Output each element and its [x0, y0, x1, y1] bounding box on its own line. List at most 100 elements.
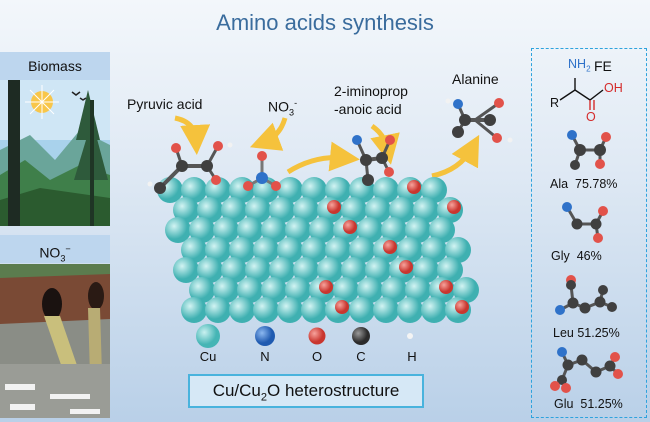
glu-model: [550, 347, 623, 393]
legend-h-sphere: [407, 333, 413, 339]
legend-label-c: C: [356, 349, 366, 364]
amino-acid-name: Ala: [550, 177, 569, 191]
cu-atom: [301, 297, 327, 323]
amino-acid-name: Gly: [551, 249, 570, 263]
cu-atom: [261, 217, 287, 243]
cu-atom: [221, 197, 247, 223]
cu-atom: [453, 277, 479, 303]
diagram-title: Amino acids synthesis: [216, 10, 434, 35]
cu-atom: [309, 217, 335, 243]
r-group-label: R: [550, 96, 560, 110]
cu-atom: [269, 257, 295, 283]
cu-atom: [181, 297, 207, 323]
cu-atom: [357, 277, 383, 303]
cu-atom: [333, 277, 359, 303]
cu-atom: [413, 257, 439, 283]
cu-atom: [349, 237, 375, 263]
o-atom: [327, 200, 341, 214]
cu-atom: [173, 257, 199, 283]
o-atom: [455, 300, 469, 314]
arrow-to-intermediate: [286, 141, 360, 175]
o-atom: [335, 300, 349, 314]
cu-atom: [301, 237, 327, 263]
legend-label-h: H: [407, 349, 417, 364]
fe-item-ala: Ala 75.78%: [550, 177, 617, 191]
legend-c-sphere: [352, 327, 370, 345]
o-atom: [447, 200, 461, 214]
cu-atom: [181, 237, 207, 263]
cu-atom: [445, 237, 471, 263]
cu-atom: [269, 197, 295, 223]
fe-value: 51.25%: [577, 326, 620, 340]
arrow-pyruvic: [174, 115, 211, 155]
fe-value: 75.78%: [575, 177, 618, 191]
cu-atom: [341, 197, 367, 223]
fe-header: FE: [594, 58, 612, 74]
cu-atom: [373, 297, 399, 323]
amino-acid-name: Glu: [554, 397, 574, 411]
alanine-molecule: [445, 98, 513, 143]
legend-n-sphere: [255, 326, 275, 346]
arrow-nitrate: [249, 117, 288, 151]
fe-value: 46%: [576, 249, 602, 263]
cu-atom: [213, 277, 239, 303]
cu-atom: [437, 257, 463, 283]
oh-label: OH: [604, 81, 623, 95]
o-atom: [343, 220, 357, 234]
carbonyl-o-label: O: [586, 110, 596, 124]
cu-atom: [293, 197, 319, 223]
legend-o-sphere: [308, 327, 326, 345]
cu-atom: [205, 297, 231, 323]
cu-atom: [381, 277, 407, 303]
amino-acid-fe-panel: [531, 48, 647, 418]
arrow-to-alanine: [431, 134, 480, 179]
fe-item-glu: Glu 51.25%: [554, 397, 623, 411]
cu-atom: [181, 177, 207, 203]
o-atom: [399, 260, 413, 274]
leu-model: [555, 275, 617, 315]
cu-atom: [349, 297, 375, 323]
cu-atom: [277, 177, 303, 203]
cu-atom: [405, 277, 431, 303]
o-atom: [439, 280, 453, 294]
cu-atom: [301, 177, 327, 203]
legend-label-o: O: [311, 349, 323, 364]
cu-atom: [197, 257, 223, 283]
pyruvic-acid-label: Pyruvic acid: [127, 96, 203, 112]
cu-atom: [421, 297, 447, 323]
cu-atom: [229, 237, 255, 263]
cu-atom: [325, 237, 351, 263]
cu-atom: [205, 237, 231, 263]
cu-atom: [293, 257, 319, 283]
cu-atom: [341, 257, 367, 283]
cu-atom: [285, 217, 311, 243]
cu-atom: [381, 217, 407, 243]
cu-atom: [213, 217, 239, 243]
cu-atom: [197, 197, 223, 223]
iminopropanoic-acid-label: 2-iminoprop -anoic acid: [334, 83, 408, 117]
cu-atom: [365, 197, 391, 223]
cu-atom: [189, 217, 215, 243]
legend-label-cu: Cu: [199, 349, 217, 364]
forest-illustration: [0, 80, 110, 226]
heterostructure-label: Cu/Cu2O heterostructure: [188, 374, 424, 408]
cu-atom: [421, 177, 447, 203]
iminopropanoic-acid-molecule: [352, 135, 395, 186]
cu-atom: [365, 257, 391, 283]
cu-atom: [317, 257, 343, 283]
cu-atom: [421, 237, 447, 263]
cu-atom: [245, 197, 271, 223]
fe-item-gly: Gly 46%: [551, 249, 602, 263]
pyruvic-acid-molecule: [147, 141, 233, 194]
alanine-label: Alanine: [452, 71, 499, 87]
biomass-label: Biomass: [0, 52, 110, 80]
o-atom: [383, 240, 397, 254]
fe-item-leu: Leu 51.25%: [553, 326, 620, 340]
o-atom: [319, 280, 333, 294]
nh2-label: NH2: [568, 57, 591, 74]
